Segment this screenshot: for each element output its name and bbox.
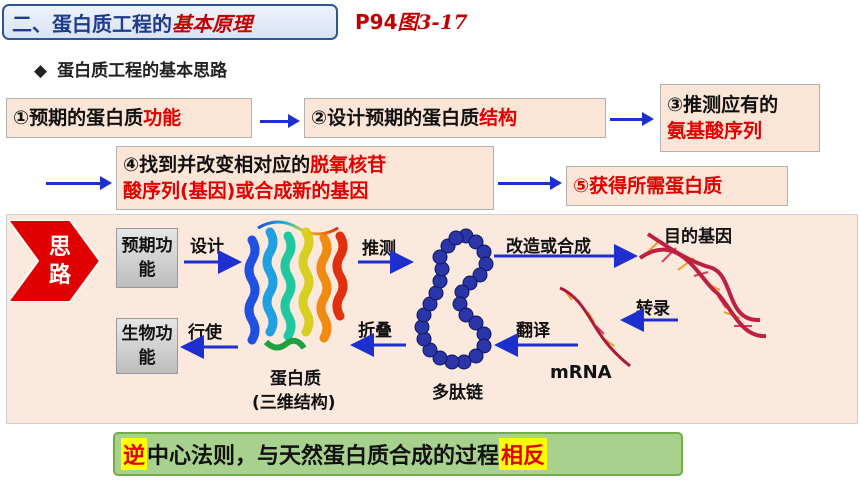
label-protein-structure: (三维结构) [252, 393, 336, 413]
page-reference-prefix: P94 [355, 10, 398, 34]
thinking-tag-line2: 路 [48, 263, 71, 288]
thinking-tag: 思 路 [40, 234, 80, 290]
step-4-box: ④找到并改变相对应的脱氧核苷 酸序列(基因)或合成新的基因 [116, 146, 494, 210]
subheading-text: 蛋白质工程的基本思路 [57, 61, 228, 81]
step-2-text: ②设计预期的蛋白质 [311, 107, 480, 129]
label-polypeptide: 多肽链 [432, 383, 483, 403]
diamond-bullet-icon: ◆ [34, 61, 48, 81]
section-title: 二、蛋白质工程的基本原理 [2, 4, 338, 40]
label-mrna: mRNA [550, 362, 612, 383]
expected-function-label: 预期功能 [121, 236, 173, 280]
step-5-text: ⑤获得所需蛋白质 [573, 175, 723, 197]
arrow-step2-step3 [610, 118, 644, 121]
conclusion-highlight-1: 逆 [121, 438, 148, 470]
arrow-into-step4-head [100, 176, 112, 190]
arrow-step1-step2 [260, 120, 290, 123]
step-5-box: ⑤获得所需蛋白质 [566, 166, 788, 206]
arrow-step2-step3-head [642, 112, 654, 126]
step-2-highlight: 结构 [479, 107, 518, 129]
conclusion-highlight-2: 相反 [499, 438, 548, 470]
label-modify: 改造或合成 [506, 237, 591, 257]
conclusion-banner: 逆中心法则，与天然蛋白质合成的过程相反 [113, 432, 683, 476]
biological-function-label: 生物功能 [121, 324, 173, 368]
page-reference: P94图3-17 [355, 6, 468, 35]
label-design: 设计 [190, 237, 224, 257]
step-3-text: ③推测应有的 [667, 94, 779, 116]
dna-helix-image [638, 232, 767, 339]
polypeptide-chain-image [414, 228, 494, 370]
arrow-step1-step2-head [288, 114, 300, 128]
thinking-tag-line1: 思 [48, 235, 71, 260]
biological-function-box: 生物功能 [116, 318, 178, 374]
section-title-highlight: 基本原理 [172, 11, 252, 36]
label-infer: 推测 [362, 239, 396, 259]
label-translate: 翻译 [516, 321, 550, 341]
subheading: ◆ 蛋白质工程的基本思路 [34, 56, 227, 81]
step-3-highlight: 氨基酸序列 [667, 120, 763, 142]
thinking-tag-icon [8, 220, 102, 302]
protein-structure-image [244, 220, 348, 351]
page-reference-suffix: 图3-17 [397, 10, 468, 34]
step-1-highlight: 功能 [143, 107, 182, 129]
label-target-gene: 目的基因 [664, 227, 732, 247]
step-1-text: ①预期的蛋白质 [13, 107, 144, 129]
section-title-prefix: 二、蛋白质工程的 [12, 11, 172, 36]
mrna-strand-image [559, 286, 631, 368]
label-protein: 蛋白质 [270, 369, 321, 389]
step-4-highlight-1: 脱氧核苷 [310, 154, 387, 176]
step-3-box: ③推测应有的 氨基酸序列 [660, 84, 820, 152]
step-4-text: ④找到并改变相对应的 [123, 154, 311, 176]
step-4-highlight-2: 酸序列(基因)或合成新的基因 [123, 180, 369, 202]
expected-function-box: 预期功能 [116, 228, 178, 288]
conclusion-text: 中心法则，与天然蛋白质合成的过程 [147, 444, 500, 469]
arrow-step4-step5-head [550, 176, 562, 190]
step-1-box: ①预期的蛋白质功能 [6, 98, 252, 138]
step-2-box: ②设计预期的蛋白质结构 [304, 98, 606, 138]
arrow-into-step4 [46, 182, 102, 185]
arrow-step4-step5 [498, 182, 552, 185]
label-transcribe: 转录 [636, 299, 670, 319]
